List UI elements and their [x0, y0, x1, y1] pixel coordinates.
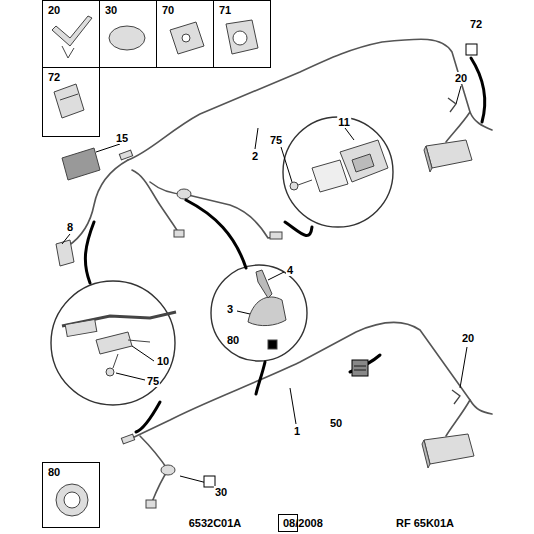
clip-15 [62, 148, 100, 180]
callout-number: 75 [146, 375, 160, 387]
antenna-base-3 [248, 297, 286, 326]
harness-2-branch [150, 182, 280, 238]
callout-number: 75 [269, 134, 283, 146]
callout-number: 72 [43, 68, 99, 83]
part-inset-box: 72 [42, 67, 100, 137]
part-inset-box: 70 [156, 0, 214, 68]
connector-11 [340, 140, 388, 182]
amplifier-module [426, 140, 472, 168]
callout-number: 80 [43, 463, 99, 478]
amplifier-module [424, 434, 474, 464]
callout-number: 50 [329, 417, 343, 429]
callout-number: 10 [156, 355, 170, 367]
reference-code: 6532C01A [188, 517, 243, 529]
harness-1-end [446, 400, 470, 436]
callout-number: 15 [115, 132, 129, 144]
connector-8 [56, 240, 74, 266]
callout-number: 20 [454, 72, 468, 84]
bracket [312, 160, 348, 192]
callout-number: 2 [251, 150, 259, 162]
harness-2 [128, 39, 492, 160]
date-text: 08/2008 [279, 515, 297, 529]
part-inset-box: 20 [42, 0, 100, 68]
callout-number: 1 [293, 425, 301, 437]
callout-number: 30 [214, 486, 228, 498]
reference-code: RF 65K01A [395, 517, 455, 529]
callout-number: 4 [286, 264, 294, 276]
callout-number: 71 [214, 1, 270, 16]
callout-number: 20 [43, 1, 99, 16]
harness-2-branch [132, 170, 178, 232]
harness-2-end [446, 112, 470, 142]
callout-number: 30 [100, 1, 156, 16]
part-inset-box: 71 [213, 0, 271, 68]
amplifier-10 [96, 332, 132, 354]
callout-number: 3 [226, 303, 234, 315]
part-inset-box: 30 [99, 0, 157, 68]
date-box: 08/2008 [278, 514, 298, 532]
callout-number: 80 [226, 334, 240, 346]
callout-number: 11 [337, 116, 351, 128]
callout-number: 72 [469, 18, 483, 30]
callout-number: 8 [66, 221, 74, 233]
part-inset-box: 80 [42, 462, 100, 528]
harness-1 [128, 323, 492, 440]
callout-number: 70 [157, 1, 213, 16]
mark-80 [268, 340, 277, 349]
callout-number: 20 [461, 332, 475, 344]
antenna-mast-4 [256, 270, 272, 298]
